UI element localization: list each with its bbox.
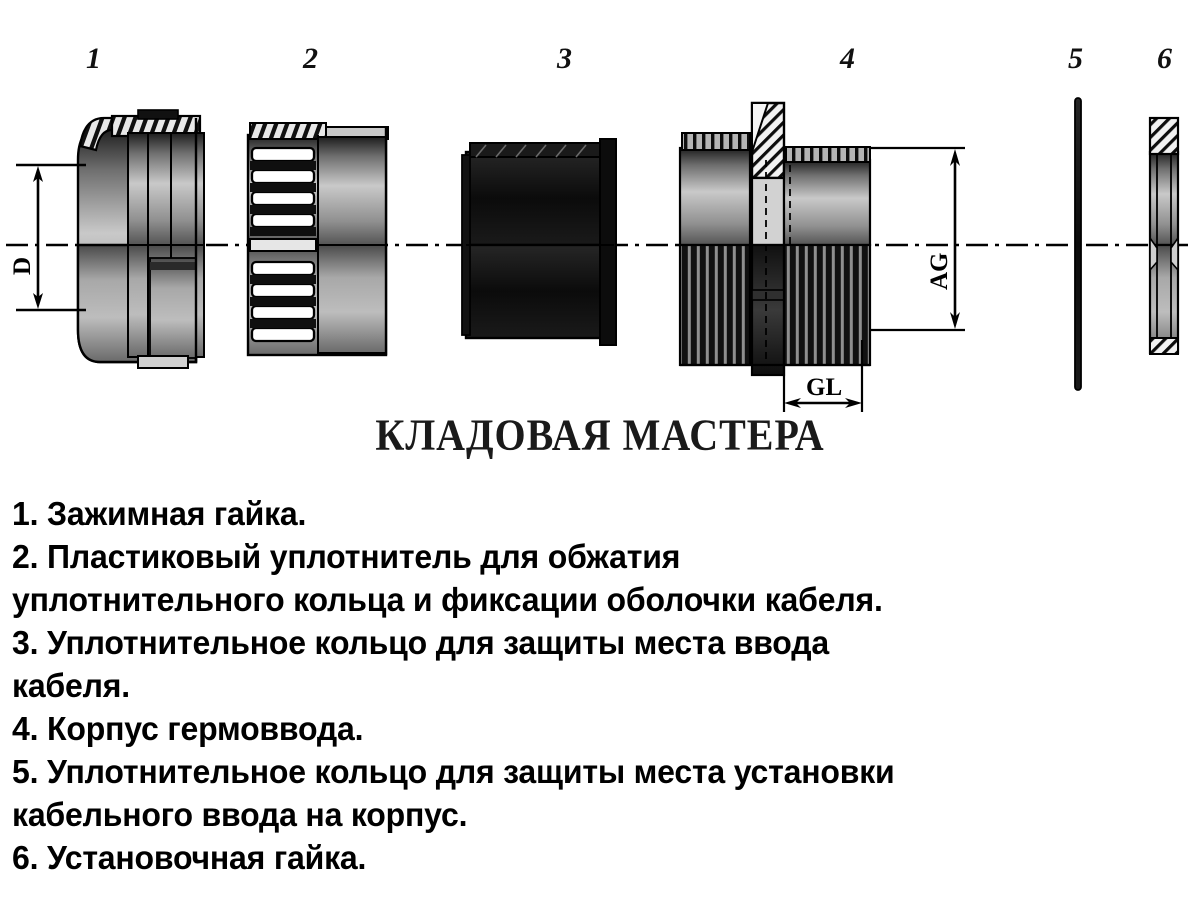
part-4-gland-body (678, 101, 872, 377)
part-6-lock-nut (1148, 116, 1180, 355)
dimension-AG (870, 146, 965, 332)
legend-line: уплотнительного кольца и фиксации оболоч… (12, 581, 883, 618)
dimension-label-D: D (9, 256, 36, 275)
dimension-label-GL: GL (806, 374, 843, 401)
part-number-1: 1 (86, 42, 101, 75)
legend-line: 1. Зажимная гайка. (12, 495, 307, 532)
part-number-4: 4 (840, 42, 855, 75)
part-1-clamping-nut (76, 109, 205, 369)
exploded-assembly-diagram: 1 2 3 4 5 6 D AG GL КЛАДОВАЯ МАСТЕРА (6, 42, 1194, 460)
legend-line: 5. Уплотнительное кольцо для защиты мест… (12, 753, 895, 790)
dimension-label-AG: AG (926, 252, 953, 291)
legend-line: 6. Установочная гайка. (12, 839, 367, 876)
legend-line: 2. Пластиковый уплотнитель для обжатия (12, 538, 681, 575)
legend-line: 3. Уплотнительное кольцо для защиты мест… (12, 624, 829, 661)
part-2-plastic-clamp (246, 122, 389, 357)
part-number-2: 2 (303, 42, 318, 75)
dimension-D (16, 163, 86, 312)
watermark-text: КЛАДОВАЯ МАСТЕРА (375, 409, 825, 460)
legend-line: кабельного ввода на корпус. (12, 796, 468, 833)
assembly-drawing-svg (6, 97, 1194, 412)
parts-legend-list: 1. Зажимная гайка. 2. Пластиковый уплотн… (12, 492, 1192, 879)
legend-line: кабеля. (12, 667, 130, 704)
part-number-5: 5 (1068, 42, 1083, 75)
part-number-3: 3 (557, 42, 572, 75)
dimension-GL (782, 340, 864, 412)
part-number-6: 6 (1157, 42, 1172, 75)
part-5-flat-gasket (1074, 97, 1082, 391)
legend-line: 4. Корпус гермоввода. (12, 710, 364, 747)
part-3-sealing-ring (461, 138, 617, 346)
